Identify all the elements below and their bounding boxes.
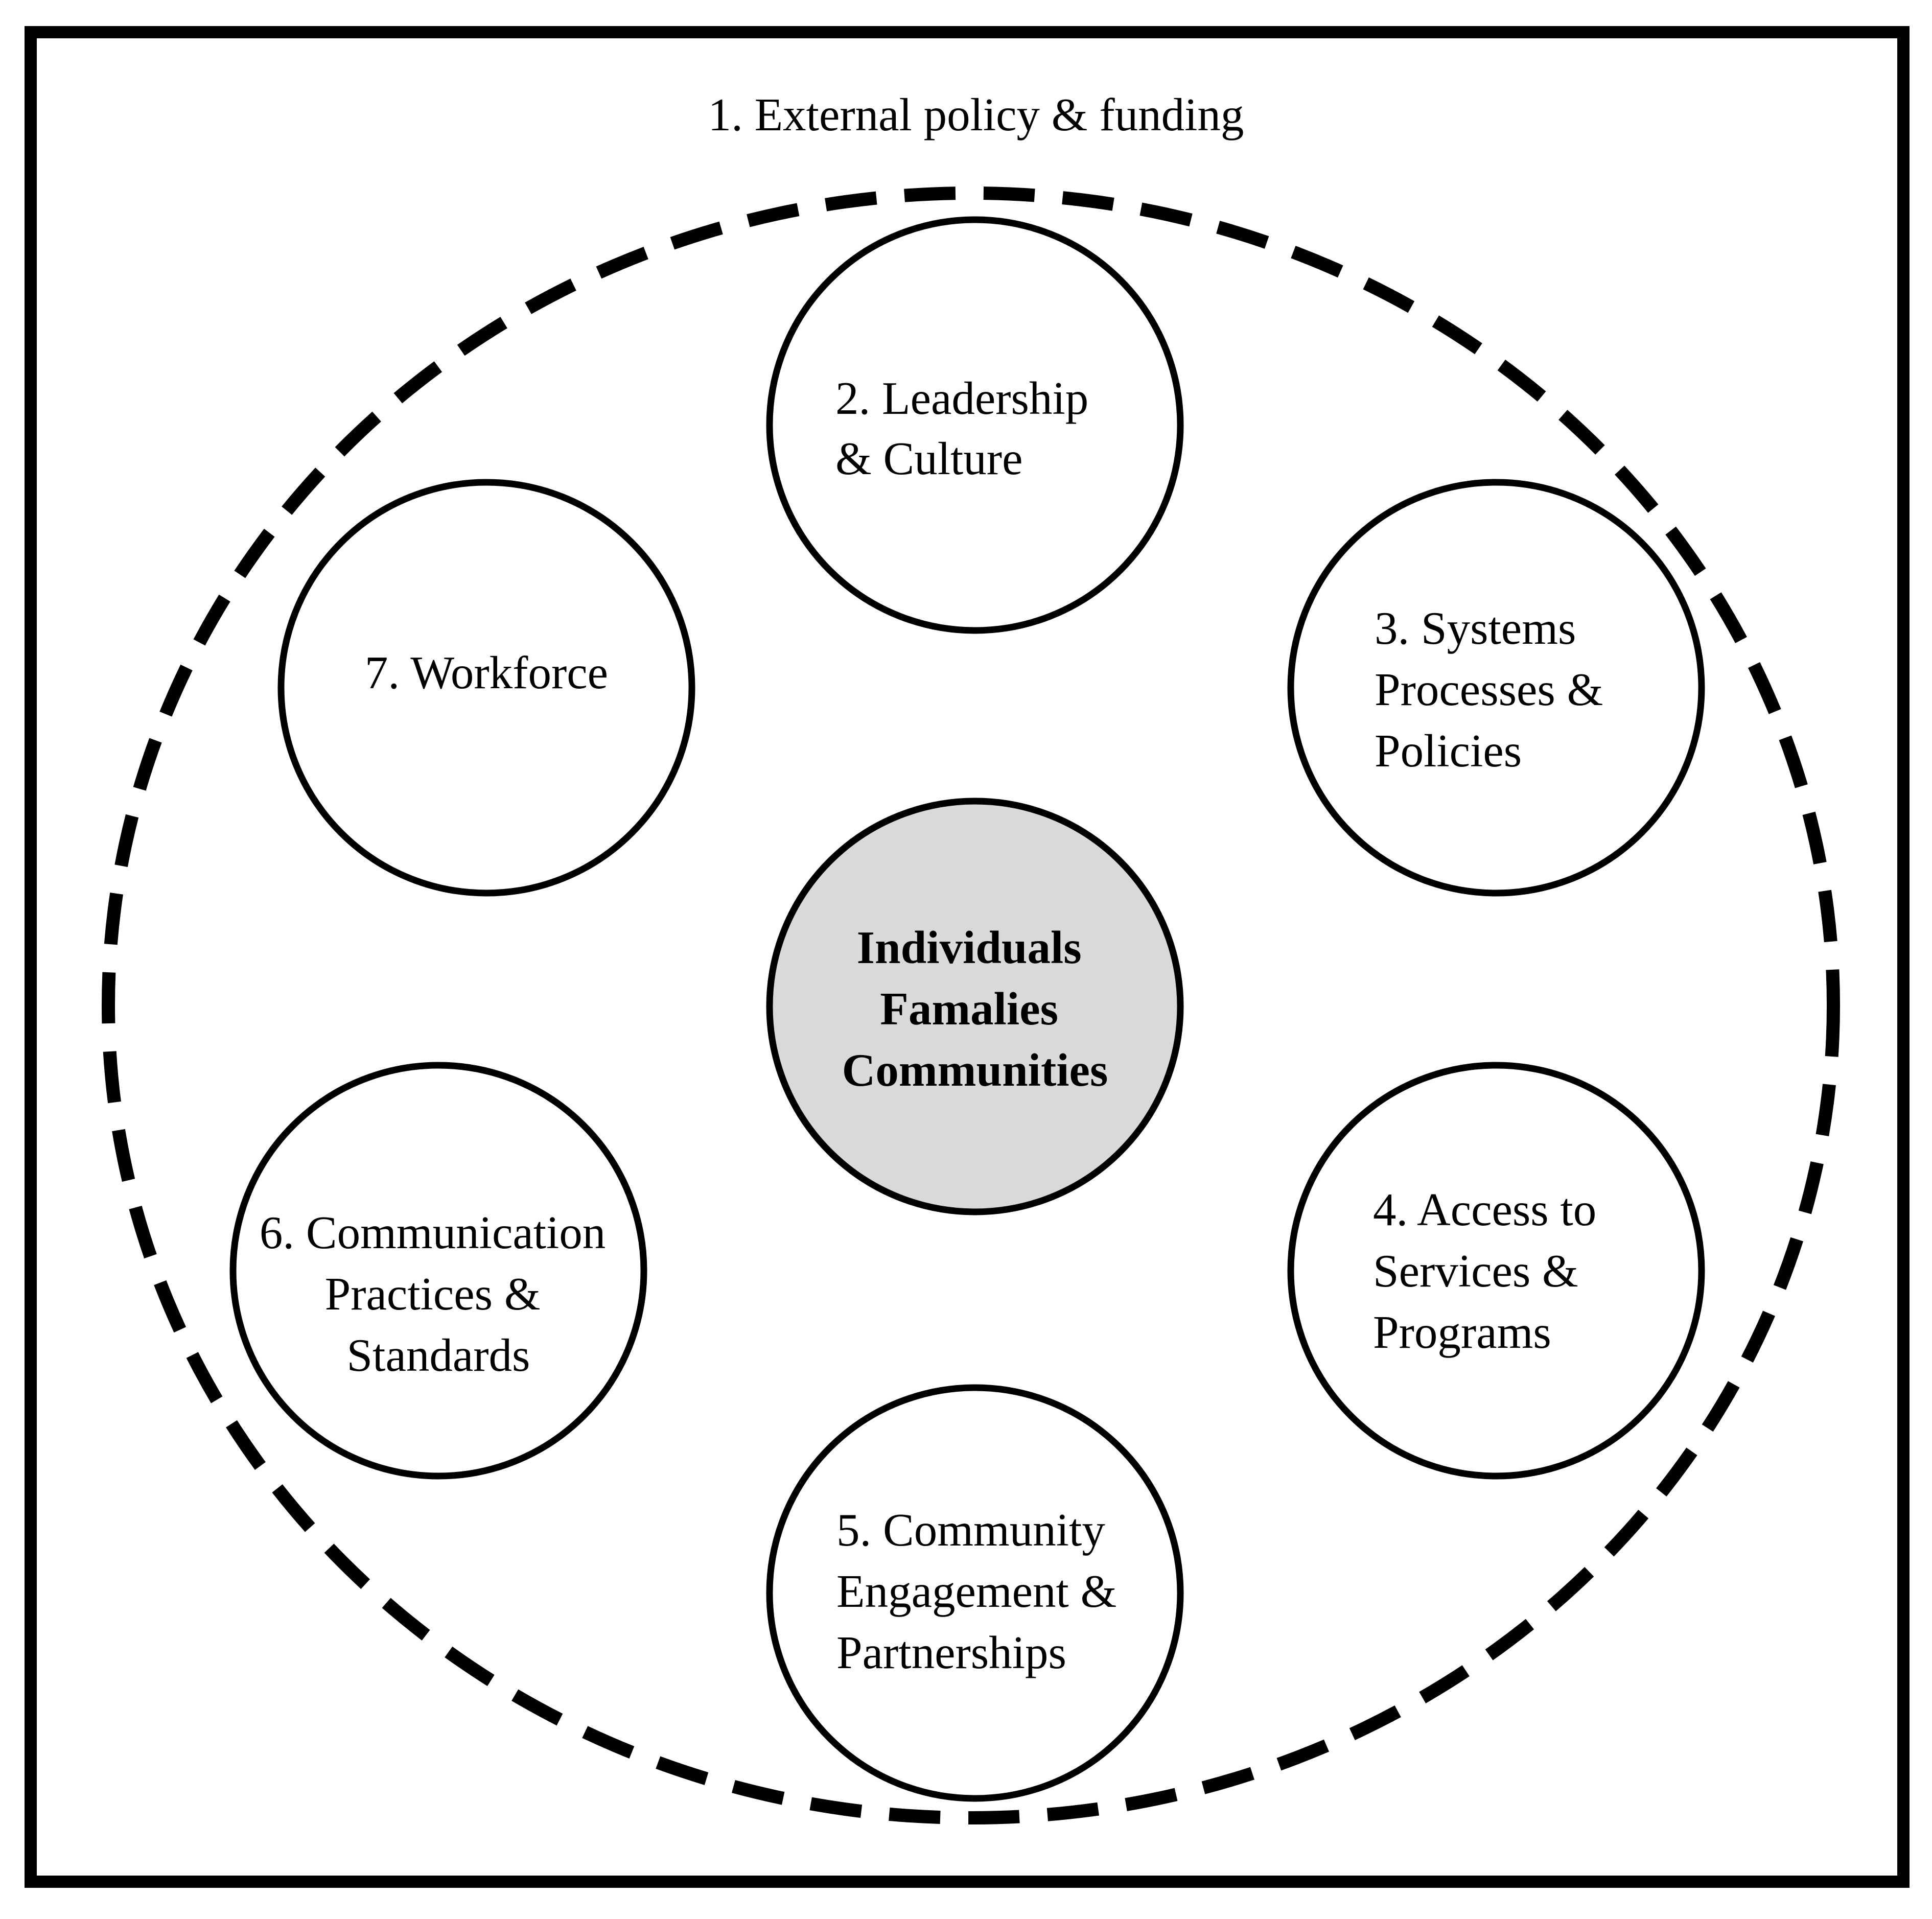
community-engagement-circle <box>766 1384 1184 1802</box>
access-services-node: 4. Access to Services & Programs <box>1287 1062 1705 1480</box>
communication-practices-line-1: 6. Communication <box>260 1207 606 1258</box>
leadership-culture-label: 2. Leadership & Culture <box>835 372 1100 484</box>
communication-practices-circle <box>229 1062 647 1480</box>
community-engagement-line-2: Engagement & <box>836 1565 1116 1617</box>
individuals-families-communities-node: Individuals Famalies Communities <box>766 798 1184 1215</box>
systems-policies-node: 3. Systems Processes & Policies <box>1287 479 1705 897</box>
communication-practices-line-3: Standards <box>347 1329 530 1381</box>
access-services-line-2: Services & <box>1373 1245 1578 1297</box>
communication-practices-line-2: Practices & <box>325 1268 541 1320</box>
center-label: Individuals Famalies Communities <box>842 922 1108 1096</box>
systems-policies-label: 3. Systems Processes & Policies <box>1375 602 1615 777</box>
workforce-node: 7. Workforce <box>277 479 695 897</box>
communication-practices-node: 6. Communication Practices & Standards <box>229 1062 647 1480</box>
workforce-label: 7. Workforce <box>365 647 608 698</box>
leadership-culture-circle <box>766 216 1184 634</box>
access-services-circle <box>1287 1062 1705 1480</box>
leadership-culture-line-1: 2. Leadership <box>835 372 1088 424</box>
center-circle <box>766 798 1184 1215</box>
systems-policies-line-1: 3. Systems <box>1375 602 1576 654</box>
systems-policies-line-3: Policies <box>1375 725 1522 777</box>
communication-practices-label: 6. Communication Practices & Standards <box>260 1207 617 1381</box>
access-services-line-3: Programs <box>1373 1306 1551 1358</box>
center-line-families: Famalies <box>880 983 1058 1035</box>
access-services-line-1: 4. Access to <box>1373 1184 1596 1235</box>
workforce-circle <box>277 479 695 897</box>
access-services-label: 4. Access to Services & Programs <box>1373 1184 1608 1358</box>
center-line-communities: Communities <box>842 1044 1108 1096</box>
systems-policies-line-2: Processes & <box>1375 664 1603 715</box>
community-engagement-line-3: Partnerships <box>836 1627 1066 1678</box>
leadership-culture-line-2: & Culture <box>835 433 1023 484</box>
external-policy-label: 1. External policy & funding <box>708 89 1244 141</box>
community-engagement-line-1: 5. Community <box>836 1504 1105 1556</box>
community-engagement-label: 5. Community Engagement & Partnerships <box>836 1504 1128 1678</box>
community-engagement-node: 5. Community Engagement & Partnerships <box>766 1384 1184 1802</box>
leadership-culture-node: 2. Leadership & Culture <box>766 216 1184 634</box>
center-line-individuals: Individuals <box>857 922 1082 973</box>
external-policy-ring <box>102 186 1840 1824</box>
systems-policies-circle <box>1287 479 1705 897</box>
